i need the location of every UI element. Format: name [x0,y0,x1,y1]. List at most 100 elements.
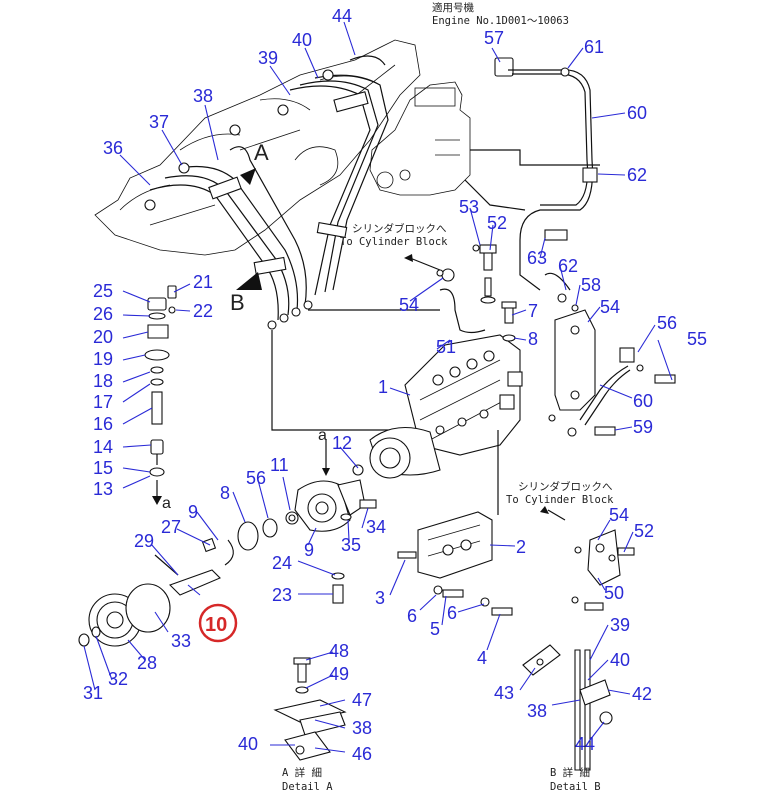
callout-31: 28 [137,653,157,673]
detail-b-jp: B 詳 細 [550,766,590,779]
callout-64: 63 [527,248,547,268]
callout-23: 20 [93,327,113,347]
callout-40: 38 [193,86,213,106]
callout-52: 50 [604,583,624,603]
view-letter-a: A [254,140,269,165]
bracket-55 [544,229,676,437]
callout-38: 36 [103,138,123,158]
callout-44: 42 [632,684,652,704]
engine-range: Engine No.1D001～10063 [432,15,569,27]
pipe-51-group [404,244,517,342]
detail-a-en: Detail A [282,781,333,793]
cyl-block-note-mid-jp: シリンダブロックへ [518,480,613,493]
callout-9: 9 [304,540,314,560]
callout-30: 27 [161,517,181,537]
callout-61: 60 [627,103,647,123]
callout-19: 16 [93,414,113,434]
callout-25: 22 [193,301,213,321]
callout-40-detail-b: 40 [610,650,630,670]
callout-39: 37 [149,112,169,132]
callout-45: 43 [494,683,514,703]
callout-18: 15 [93,458,113,478]
callout-37: 35 [341,535,361,555]
cyl-block-note-mid-en: To Cylinder Block [506,494,614,506]
callout-3: 3 [375,588,385,608]
detail-b-en: Detail B [550,781,601,793]
callout-39-detail-a: 40 [238,734,258,754]
pump-drive-assembly: a [224,427,377,604]
callout-12: 9 [188,502,198,522]
callout-63: 62 [627,165,647,185]
callout-32: 29 [134,531,154,551]
callout-55: 54 [600,297,620,317]
callout-11: 8 [220,483,230,503]
callout-47: 46 [352,744,372,764]
callout-54-top: 53 [459,197,479,217]
callout-4: 4 [477,648,487,668]
callout-10-highlight: 10 [205,614,227,636]
callout-54-bottom: 54 [609,505,629,525]
bracket-2 [397,430,513,616]
injection-pump-1 [369,334,523,479]
callout-42: 40 [292,30,312,50]
callout-53-top: 52 [487,213,507,233]
callout-54-mid: 54 [399,295,419,315]
callout-43: 44 [332,6,352,26]
callout-20: 17 [93,392,113,412]
callouts: 44 40 39 38 37 36 57 61 60 62 53 52 63 6… [83,6,707,764]
arrow-a-lower: a [162,495,171,512]
callout-17: 14 [93,437,113,457]
callout-49: 48 [329,641,349,661]
callout-60-mid: 58 [581,275,601,295]
head-assembly [369,81,600,211]
detail-a-jp: A 詳 細 [282,766,322,779]
callout-16: 13 [93,479,113,499]
callout-62-mid: 62 [558,256,578,276]
callout-28: 25 [93,281,113,301]
highlight-ring-10 [198,603,238,643]
detail-a-drawing [273,657,347,761]
callout-60-top: 57 [484,28,504,48]
callout-34: 32 [108,669,128,689]
callout-29: 26 [93,304,113,324]
callout-58: 55 [687,329,707,349]
callout-33: 31 [83,683,103,703]
callout-27: 24 [272,553,292,573]
arrow-a-upper: a [318,427,327,444]
callout-5: 5 [430,619,440,639]
applicable-label: 適用号機 [432,1,474,14]
callout-38-detail-b: 38 [527,701,547,721]
callout-35: 33 [171,631,191,651]
callout-39-detail-b: 39 [610,615,630,635]
callout-1: 1 [378,377,388,397]
callout-46: 44 [575,734,595,754]
callout-22: 19 [93,349,113,369]
callout-8: 8 [528,329,538,349]
callout-6-a: 6 [407,606,417,626]
callout-24: 21 [193,272,213,292]
callout-50: 49 [329,664,349,684]
callout-6-b: 6 [447,603,457,623]
callout-15: 12 [332,433,352,453]
callout-53-bottom: 52 [634,521,654,541]
callout-57: 60 [633,391,653,411]
callout-62-top: 61 [584,37,604,57]
callout-26: 23 [272,585,292,605]
cyl-block-note-top-jp: シリンダブロックへ [352,222,447,235]
callout-36: 34 [366,517,386,537]
detail-b-drawing [522,644,613,771]
callout-2: 2 [516,537,526,557]
callout-51: 51 [436,337,456,357]
drive-shaft-group [78,537,221,647]
left-fastener-stack: a [144,285,177,512]
callout-40-detail-a: 38 [352,718,372,738]
callout-59: 56 [657,313,677,333]
callout-48: 47 [352,690,372,710]
cyl-block-note-top-en: To Cylinder Block [340,236,448,248]
callout-41: 39 [258,48,278,68]
leader-lines [83,21,673,753]
callout-56: 59 [633,417,653,437]
bracket-52 [571,529,635,611]
